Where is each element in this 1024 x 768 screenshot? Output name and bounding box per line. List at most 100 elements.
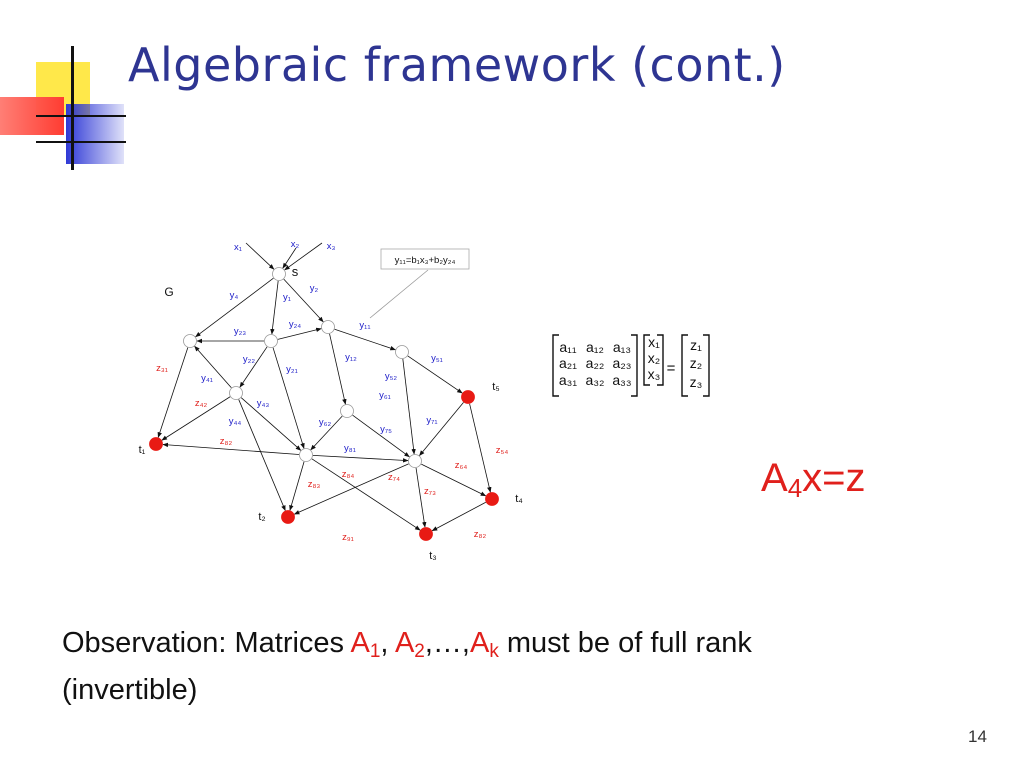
decor-horizontal-line-2: [36, 141, 126, 143]
edge-label-y: y₂₃: [234, 326, 246, 337]
edge-label-y: y₂₄: [289, 319, 301, 330]
matrix-bracket: [657, 334, 664, 386]
edge: [310, 415, 343, 451]
vector-x-entry: x₃: [648, 366, 661, 382]
matrix-bracket: [631, 334, 638, 397]
edge: [311, 458, 421, 531]
matrix-equals: =: [667, 360, 676, 377]
edge: [293, 463, 409, 515]
decor-horizontal-line: [36, 115, 126, 117]
edge: [284, 242, 323, 271]
matrix-a-entry: a₂₂: [586, 355, 605, 371]
edge: [272, 347, 305, 449]
source-label: s: [292, 264, 299, 279]
vector-x-entry: x₁: [648, 334, 660, 350]
edge: [162, 442, 300, 455]
sink-node: [485, 492, 499, 506]
edge-label-z: z₇₄: [388, 472, 400, 483]
edge-label-y: y₅₂: [385, 371, 398, 382]
matrix-a-entry: a₃₃: [612, 372, 631, 388]
observation-line2: (invertible): [62, 674, 198, 706]
relay-node: [340, 404, 354, 418]
relay-node: [321, 320, 335, 334]
observation-suffix: must be of full rank: [498, 627, 752, 659]
matrix-a-entry: a₂₃: [613, 355, 632, 371]
observation-sep: ,: [380, 627, 395, 659]
edge-label-y: y₆₁: [379, 390, 391, 401]
edge: [195, 277, 274, 338]
equation-sub: 4: [787, 473, 803, 503]
matrix-ak-base: A: [469, 627, 490, 659]
diagram-nodes: [149, 267, 499, 541]
edge: [431, 501, 487, 532]
slide-title: Algebraic framework (cont.): [128, 38, 786, 92]
relay-node: [395, 345, 409, 359]
edge: [270, 280, 279, 335]
decor-blue-square: [66, 104, 124, 164]
input-label: x₃: [327, 241, 336, 252]
edge-label-y: y₆₂: [319, 417, 332, 428]
edge-label-z: z₃₁: [156, 363, 168, 374]
relay-node: [264, 334, 278, 348]
matrix-a2-sub: 2: [414, 641, 425, 662]
matrix-bracket: [681, 334, 688, 397]
callout-text: y₁₁=b₁x₃+b₂y₂₄: [395, 255, 456, 266]
vector-z-entry: z₂: [690, 355, 702, 371]
equation-rest: x=z: [802, 456, 866, 500]
sink-label: t₄: [515, 493, 523, 505]
input-label: x₁: [234, 242, 242, 253]
edge: [161, 396, 231, 441]
edge: [277, 327, 322, 340]
edge-label-y: y₅₁: [431, 353, 443, 364]
edge: [419, 402, 464, 457]
edge: [312, 454, 409, 463]
edge-label-z: z₇₃: [424, 486, 436, 497]
edge: [240, 397, 302, 451]
edge: [407, 355, 463, 394]
edge-label-y: y₇₅: [380, 424, 392, 435]
matrix-a1-sub: 1: [369, 641, 381, 662]
vector-z-entry: z₁: [690, 337, 702, 353]
sink-node: [281, 510, 295, 524]
edge: [415, 467, 427, 528]
matrix-a2-base: A: [394, 627, 415, 659]
edge: [289, 461, 305, 511]
matrix-a2: A2: [394, 627, 425, 662]
sink-node: [461, 390, 475, 404]
matrix-a-entry: a₂₁: [559, 355, 577, 371]
vector-x-entry: x₂: [648, 350, 660, 366]
edge-label-z: z₉₁: [342, 532, 354, 543]
callout: y₁₁=b₁x₃+b₂y₂₄: [369, 248, 470, 319]
edge-label-y: y₂₁: [286, 364, 298, 375]
page-number: 14: [968, 727, 987, 746]
edge-label-y: y₁₁: [359, 320, 370, 331]
edge-label-y: y₂: [310, 283, 319, 294]
edge: [282, 247, 297, 269]
sink-label: t₁: [139, 444, 146, 456]
matrix-bracket: [643, 334, 650, 386]
matrix-a-entry: a₁₂: [586, 339, 604, 355]
edge-label-z: z₈₃: [308, 479, 321, 490]
matrix-bracket: [703, 334, 710, 397]
matrix-ak-sub: k: [489, 641, 499, 662]
relay-node: [408, 454, 422, 468]
edge: [245, 242, 275, 270]
matrix-a1: A1: [350, 627, 381, 662]
input-label: x₂: [291, 239, 300, 250]
sink-label: t₅: [492, 381, 500, 393]
matrix-a1-base: A: [350, 627, 370, 659]
edge-label-y: y₇₁: [426, 415, 437, 426]
edge-label-y: y₄₄: [229, 416, 242, 427]
edge-label-y: y₁₂: [345, 352, 357, 363]
relay-node: [272, 267, 286, 281]
matrix-a-entry: a₁₁: [559, 339, 577, 355]
edge-label-z: z₄₂: [195, 398, 208, 409]
edge-label-y: y₂₂: [243, 354, 255, 365]
sink-label: t₃: [429, 550, 437, 562]
edge-label-z: z₈₂: [220, 436, 233, 447]
edge: [329, 333, 347, 405]
sink-label: t₂: [258, 511, 265, 523]
edge-label-z: z₈₂: [474, 529, 487, 540]
